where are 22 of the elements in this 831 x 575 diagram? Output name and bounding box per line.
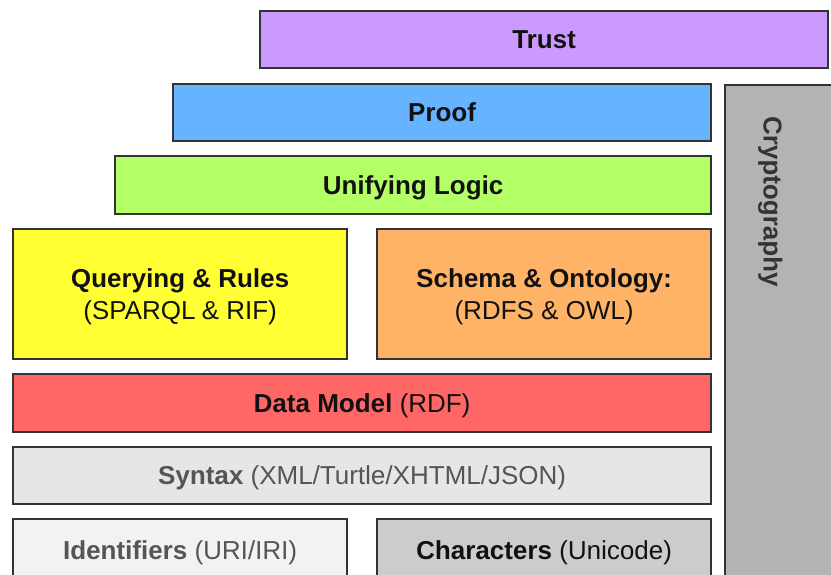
layer-label: Data Model (RDF): [254, 386, 470, 420]
layer-box: [376, 518, 712, 575]
layer-label: Syntax (XML/Turtle/XHTML/JSON): [158, 459, 566, 492]
layer-subtitle: (SPARQL & RIF): [83, 294, 277, 326]
layer-box: [12, 518, 348, 575]
layer-label: Trust: [512, 23, 576, 56]
layer-label: Cryptography: [756, 116, 788, 286]
layer-box: [172, 83, 712, 142]
layer-box: [12, 373, 712, 433]
layer-label: Schema & Ontology:: [416, 262, 672, 294]
layer-box: [376, 228, 712, 360]
layer-subtitle: (RDFS & OWL): [454, 294, 634, 326]
layer-label: Characters (Unicode): [416, 534, 672, 566]
layer-label: Querying & Rules: [70, 262, 290, 294]
layer-box: [724, 84, 831, 575]
layer-box: [114, 155, 712, 215]
layer-box: [12, 228, 348, 360]
layer-box: [259, 10, 829, 69]
layer-label: Unifying Logic: [322, 168, 504, 202]
layer-label: Identifiers (URI/IRI): [62, 534, 297, 566]
layer-box: [12, 446, 712, 505]
layer-label: Proof: [408, 96, 476, 129]
